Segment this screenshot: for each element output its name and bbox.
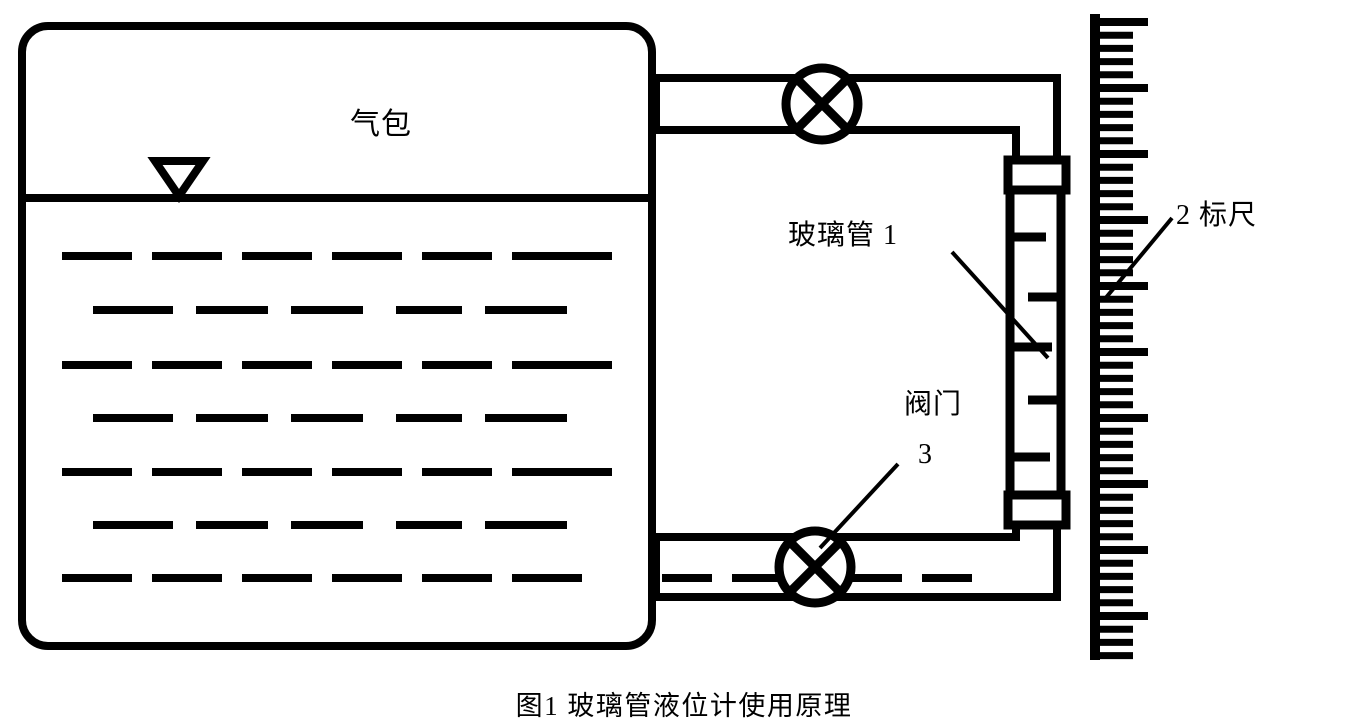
label-drum: 气包	[350, 108, 412, 141]
label-glass-tube: 玻璃管 1	[788, 220, 899, 251]
figure-caption: 图1 玻璃管液位计使用原理	[515, 691, 853, 721]
glass-tube-marks	[1014, 232, 1061, 462]
valve-top-x-stroke-b	[793, 75, 851, 133]
valve-bottom-x-stroke-b	[786, 538, 844, 596]
glass-tube-top-flange	[1003, 155, 1071, 195]
leader-line-valve	[818, 462, 900, 550]
lower-pipe-inner	[652, 525, 1020, 541]
lower-pipe-outer	[652, 525, 1061, 601]
leader-line-scale	[1102, 216, 1174, 302]
label-valve-number: 3	[918, 439, 932, 470]
drum-body	[18, 22, 656, 650]
upper-pipe-inner	[652, 126, 1020, 166]
upper-pipe-outer	[652, 74, 1061, 166]
valve-top[interactable]	[781, 63, 863, 145]
scale-ruler-ticks	[1100, 18, 1148, 660]
leader-line-glass-tube	[950, 250, 1050, 360]
glass-tube-bottom-flange	[1003, 490, 1071, 530]
label-scale: 2 标尺	[1176, 200, 1258, 231]
label-valve: 阀门	[904, 389, 963, 420]
valve-bottom[interactable]	[774, 526, 856, 608]
water-dash-rows	[62, 252, 612, 582]
water-level-triangle-icon	[147, 157, 211, 204]
